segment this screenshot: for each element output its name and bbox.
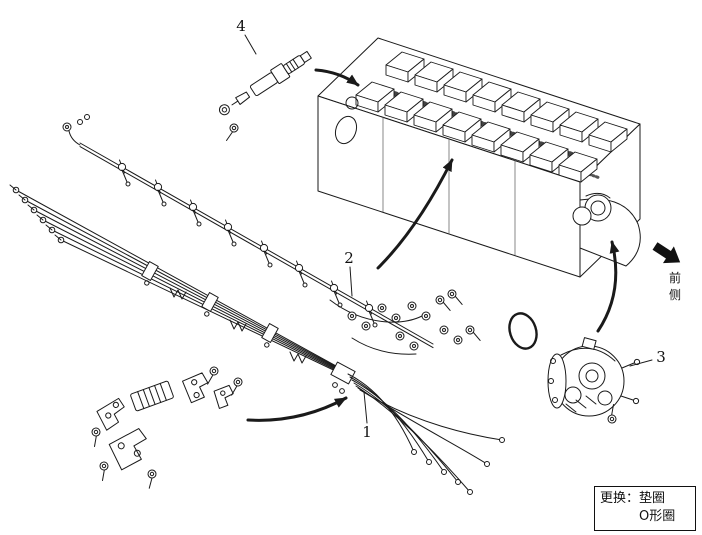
callout-4: 4 — [236, 17, 246, 35]
o-ring — [508, 312, 538, 350]
pipe-assembly-lower — [9, 184, 505, 495]
injection-pump — [547, 337, 641, 425]
note-line-2: O形圈 — [639, 509, 676, 525]
note-line-1: 更换：垫圈 — [600, 491, 666, 506]
engine-mounted-pump — [572, 192, 612, 226]
injector-assembly — [218, 50, 312, 144]
callout-1: 1 — [362, 423, 372, 441]
front-direction-arrow-icon — [652, 242, 681, 264]
bracket-set — [90, 365, 244, 489]
assembly-arrows — [246, 68, 620, 422]
pipe-assembly-upper — [62, 114, 434, 349]
pipe-fittings — [329, 288, 485, 355]
front-side-label: 前侧 — [669, 271, 683, 302]
callout-3: 3 — [656, 348, 666, 366]
callout-2: 2 — [344, 249, 354, 267]
callout-leaders — [244, 34, 653, 424]
engine-illustration — [317, 37, 641, 278]
replacement-note-box: 更换：垫圈 O形圈 — [594, 486, 696, 532]
injection-pump-assembly — [508, 312, 641, 425]
